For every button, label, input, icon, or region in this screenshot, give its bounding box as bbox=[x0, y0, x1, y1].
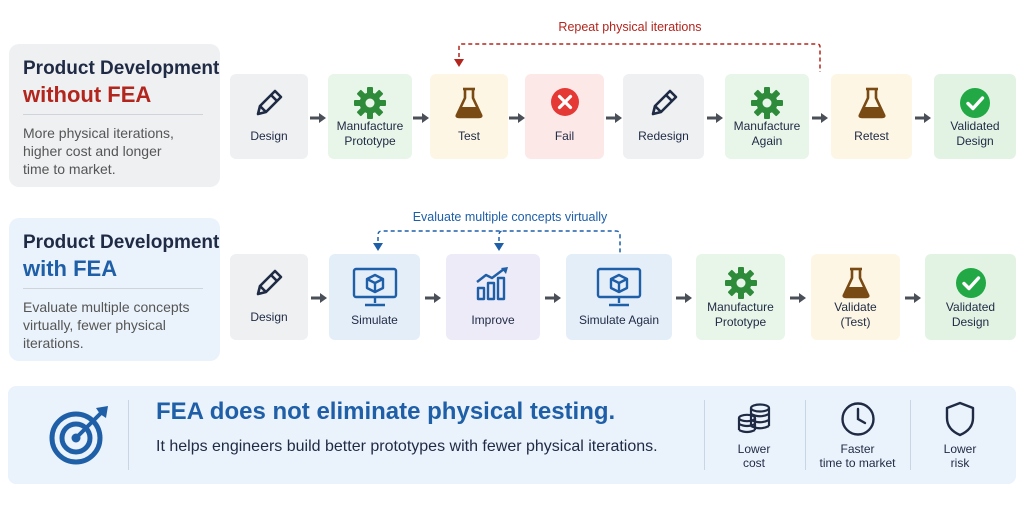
with-fea-panel: Product Development with FEA Evaluate mu… bbox=[9, 218, 220, 361]
benefit-divider bbox=[805, 400, 806, 470]
gear-icon bbox=[750, 86, 784, 125]
step-label: Fail bbox=[554, 129, 575, 143]
benefit-lower-risk: Lower risk bbox=[910, 386, 1010, 484]
banner-subtitle: It helps engineers build better prototyp… bbox=[156, 438, 658, 455]
summary-banner: FEA does not eliminate physical testing.… bbox=[8, 386, 1016, 484]
step-label: Retest bbox=[854, 129, 889, 143]
step-simulate-again: Simulate Again bbox=[566, 254, 672, 340]
fail-x-icon bbox=[549, 86, 581, 123]
without-fea-title: Product Development without FEA bbox=[23, 57, 219, 109]
step-improve: Improve bbox=[446, 254, 540, 340]
monitor-cube-icon bbox=[595, 266, 643, 315]
step-label: Redesign bbox=[638, 129, 689, 143]
step-label: Design bbox=[250, 129, 288, 143]
without-fea-title-line1: Product Development bbox=[23, 58, 220, 79]
benefit-label: Lower risk bbox=[943, 442, 977, 470]
benefit-divider bbox=[910, 400, 911, 470]
banner-title: FEA does not eliminate physical testing. bbox=[156, 398, 616, 425]
step-fail: Fail bbox=[525, 74, 604, 159]
step-validate-test: Validate(Test) bbox=[811, 254, 900, 340]
flow-arrow bbox=[790, 291, 806, 303]
coins-icon bbox=[737, 403, 771, 434]
without-fea-panel: Product Development without FEA More phy… bbox=[9, 44, 220, 187]
step-retest: Retest bbox=[831, 74, 912, 159]
check-icon bbox=[954, 266, 988, 305]
flow-arrow bbox=[812, 111, 828, 123]
monitor-cube-icon bbox=[351, 266, 399, 315]
without-fea-description: More physical iterations, higher cost an… bbox=[23, 125, 174, 177]
step-design: Design bbox=[230, 74, 308, 159]
flow-arrow bbox=[605, 111, 622, 123]
flow-arrow bbox=[413, 111, 429, 123]
banner-divider bbox=[128, 400, 129, 470]
benefit-lower-cost: Lower cost bbox=[704, 386, 804, 484]
with-fea-title-line2: with FEA bbox=[23, 256, 118, 281]
target-icon bbox=[49, 406, 108, 465]
evaluate-concepts-label: Evaluate multiple concepts virtually bbox=[412, 210, 608, 224]
flow-arrow bbox=[904, 291, 921, 303]
step-label: Design bbox=[250, 310, 288, 324]
without-fea-divider bbox=[23, 114, 203, 115]
flask-icon bbox=[857, 86, 887, 125]
step-label: Test bbox=[457, 129, 480, 143]
flow-arrow bbox=[706, 111, 723, 123]
with-fea-description: Evaluate multiple concepts virtually, fe… bbox=[23, 299, 190, 351]
gear-icon bbox=[353, 86, 387, 125]
step-redesign: Redesign bbox=[623, 74, 704, 159]
benefit-divider bbox=[704, 400, 705, 470]
pencil-icon bbox=[647, 86, 681, 125]
step-label: Validate(Test) bbox=[834, 300, 877, 329]
chart-trend-icon bbox=[473, 266, 513, 307]
repeat-iterations-label: Repeat physical iterations bbox=[558, 20, 702, 34]
flask-icon bbox=[454, 86, 484, 125]
with-fea-divider bbox=[23, 288, 203, 289]
step-simulate: Simulate bbox=[329, 254, 420, 340]
step-label: Simulate bbox=[351, 313, 398, 327]
flow-arrow bbox=[676, 291, 692, 303]
benefit-label: Lower cost bbox=[737, 442, 771, 470]
flow-arrow bbox=[915, 111, 931, 123]
shield-icon bbox=[945, 401, 975, 437]
flask-icon bbox=[841, 266, 871, 305]
step-label: Simulate Again bbox=[578, 313, 660, 327]
flow-arrow bbox=[545, 291, 561, 303]
flow-arrow bbox=[310, 291, 327, 303]
clock-icon bbox=[840, 402, 875, 436]
step-test: Test bbox=[430, 74, 508, 159]
flow-arrow bbox=[310, 111, 326, 123]
step-design: Design bbox=[230, 254, 308, 340]
step-label: Improve bbox=[471, 313, 515, 327]
with-fea-title: Product Development with FEA bbox=[23, 231, 219, 283]
without-fea-title-line2: without FEA bbox=[23, 82, 152, 107]
with-fea-title-line1: Product Development bbox=[23, 232, 220, 253]
flow-arrow bbox=[508, 111, 525, 123]
pencil-icon bbox=[252, 266, 286, 305]
benefit-faster-time: Faster time to market bbox=[805, 386, 910, 484]
pencil-icon bbox=[252, 86, 286, 125]
check-icon bbox=[958, 86, 992, 125]
gear-icon bbox=[724, 266, 758, 305]
flow-arrow bbox=[425, 291, 441, 303]
benefit-label: Faster time to market bbox=[819, 442, 896, 470]
